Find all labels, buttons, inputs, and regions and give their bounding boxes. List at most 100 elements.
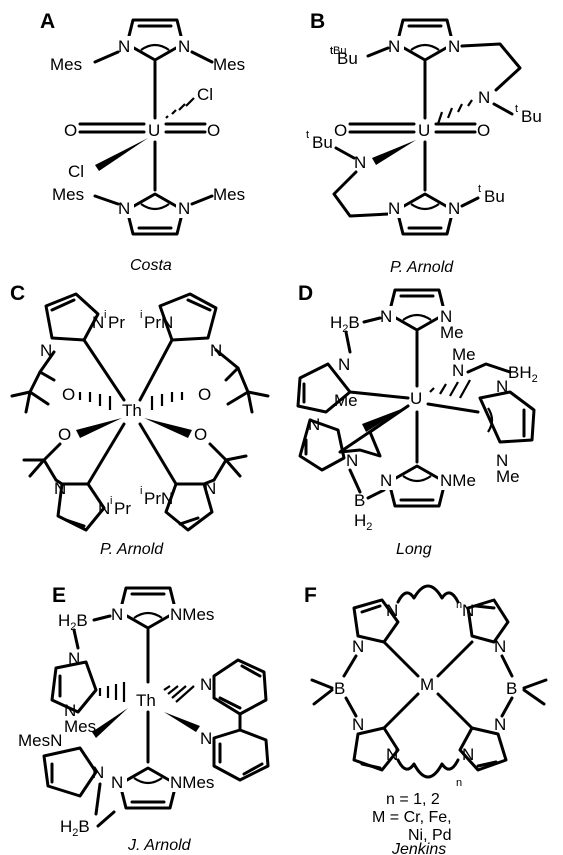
nhc-ring-bottom-d [387,464,447,508]
label-bu: Bu [521,107,542,126]
nhc-ring-bottom-b [395,192,455,236]
atom-n: N [380,471,392,490]
nhc-ring-top-b [395,18,455,62]
panel-b: B N N tBu t Bu N t Bu U O O N t Bu N N [306,10,542,276]
caption-c: P. Arnold [100,541,164,558]
label-i: i [140,309,142,321]
label-mes: Mes [213,185,245,204]
label-nmes: NMes [170,773,214,792]
panel-letter-b: B [310,10,325,33]
atom-n: N [178,37,190,56]
atom-o: O [58,425,71,444]
label-me-right: Me [452,345,476,364]
caption-e: J. Arnold [127,837,192,854]
caption-a: Costa [130,257,172,274]
label-mesn: MesN [18,731,62,750]
atom-b: B [354,491,365,510]
label-mes: Mes [213,55,245,74]
atom-o: O [198,385,211,404]
label-i: i [110,495,112,507]
label-mes: Mes [50,55,82,74]
label-i: i [104,309,106,321]
note-m-values-1: M = Cr, Fe, [372,809,452,826]
label-tbu-sup: t [330,45,333,57]
label-nme: NMe [440,471,476,490]
label-me: Me [496,467,520,486]
atom-n: N [64,701,76,720]
atom-n: N [92,763,104,782]
nhc-ring-top-e [118,586,178,630]
note-m-values-2: Ni, Pd [408,827,452,844]
atom-n: N [440,307,452,326]
atom-u: U [418,121,430,140]
label-i: i [140,485,142,497]
label-h2b: H2B [330,313,360,335]
nhc-ring-top-a [125,18,185,62]
atom-n: N [386,601,398,620]
atom-n: N [388,199,400,218]
caption-b: P. Arnold [390,259,454,276]
atom-o: O [62,385,75,404]
atom-n: N [494,637,506,656]
atom-n: N [308,415,320,434]
atom-n: N [496,377,508,396]
atom-o: O [477,121,490,140]
nhc-ring-bottom-a [125,192,185,236]
atom-m: M [420,675,434,694]
atom-th: Th [122,401,142,420]
atom-cl: Cl [197,85,213,104]
label-bu: Bu [312,133,333,152]
atom-n: N [200,729,212,748]
label-pr: Pr [108,313,125,332]
atom-n: N [346,451,358,470]
atom-cl: Cl [68,162,84,181]
atom-n: N [462,601,474,620]
label-n-sub: n [456,599,462,611]
label-me: Me [440,323,464,342]
atom-th: Th [136,691,156,710]
atom-n: N [92,313,104,332]
label-bu: Bu [484,187,505,206]
label-pr: Pr [114,499,131,518]
caption-d: Long [396,541,432,558]
atom-n: N [388,37,400,56]
label-tbu: tBu [330,45,347,57]
panel-letter-c: C [10,282,25,305]
atom-u: U [410,389,422,408]
atom-n: N [478,88,490,107]
atom-n: N [494,715,506,734]
label-h2: H2 [354,511,372,533]
label-prn: PrN [144,489,173,508]
label-bh2: BH2 [508,363,538,385]
label-me: Me [334,391,358,410]
panel-a: A N N Mes Mes U O O Cl Cl N N Mes Mes Co [40,10,245,274]
atom-n: N [352,637,364,656]
atom-b: B [334,679,345,698]
atom-o: O [194,425,207,444]
atom-n: N [462,745,474,764]
atom-n: N [178,199,190,218]
atom-n: N [380,307,392,326]
atom-n: N [200,675,212,694]
panel-f: F n N N N N B B M N N [304,584,548,855]
atom-n: N [118,37,130,56]
atom-n: N [496,451,508,470]
atom-n: N [111,773,123,792]
atom-n: N [40,341,52,360]
atom-b: B [506,679,517,698]
panel-c: C N i Pr N i PrN N O O Th [10,282,270,558]
atom-o: O [64,121,77,140]
nhc-ring-bottom-e [118,766,178,810]
atom-o: O [334,121,347,140]
caption-f: Jenkins [391,841,446,855]
label-t: t [478,183,481,195]
label-t: t [306,129,309,141]
label-prn: PrN [144,313,173,332]
atom-n: N [452,361,464,380]
atom-n: N [448,37,460,56]
atom-n: N [354,153,366,172]
atom-n: N [352,715,364,734]
label-mes: Mes [64,717,96,736]
atom-n: N [386,745,398,764]
